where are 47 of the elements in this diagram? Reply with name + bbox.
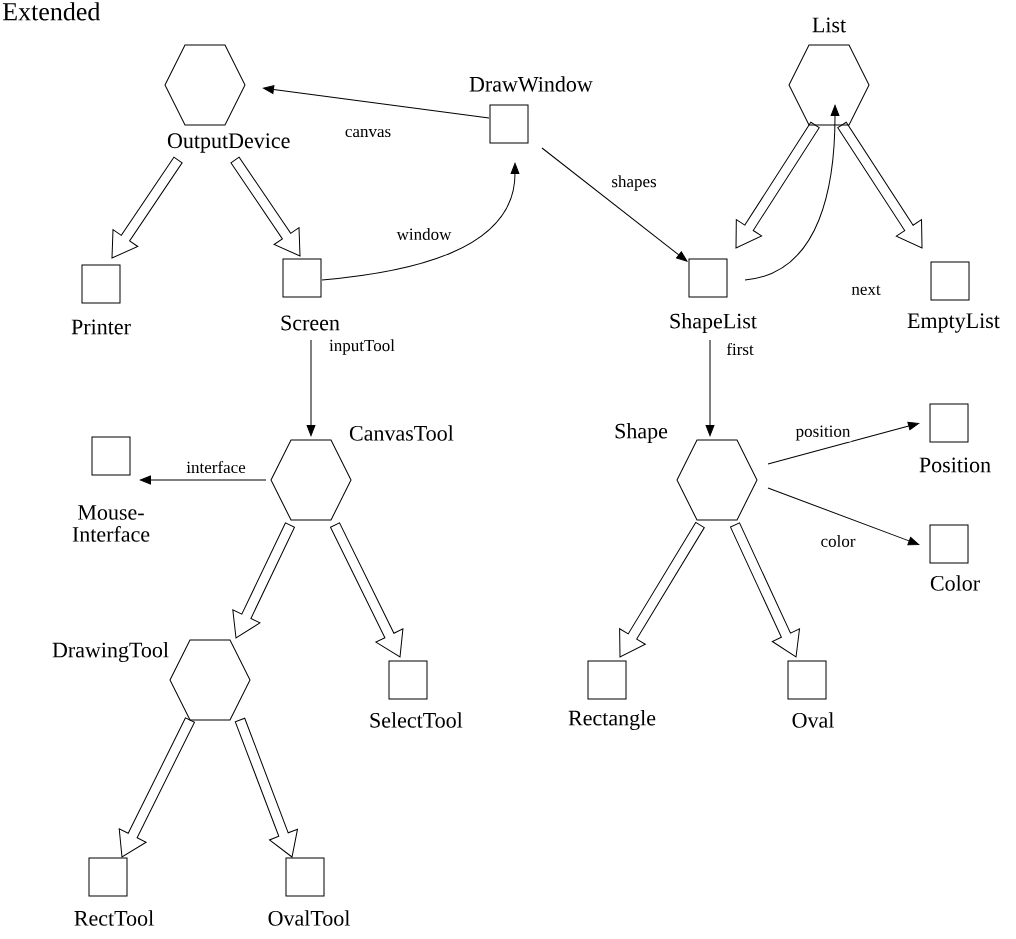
inheritance-arrow (330, 522, 404, 658)
edge-label: window (396, 228, 452, 240)
class-name: OvalTool (268, 910, 350, 926)
class-name: Oval (792, 712, 834, 728)
edge-label: canvas (345, 128, 391, 138)
class-name: Printer (71, 319, 131, 335)
edge-label: interface (186, 460, 246, 474)
edge-label: shapes (612, 175, 657, 191)
edge-label: inputTool (329, 339, 395, 355)
inheritance-arrow (234, 717, 298, 858)
class-name: SelectTool (370, 712, 463, 728)
class-name: Screen (281, 315, 340, 331)
class-name: ShapeList (670, 313, 757, 333)
class-name: CanvasTool (349, 425, 454, 441)
arrow (767, 421, 920, 465)
class-name: Shape (615, 423, 668, 443)
class-name: Rectangle (568, 710, 656, 730)
edge-label: position (795, 425, 851, 441)
inheritance-arrow (111, 156, 183, 259)
class-name: Mouse- Interface (72, 505, 150, 542)
inheritance-arrow (232, 522, 295, 639)
class-name: OutputDevice (167, 133, 290, 153)
class-name: EmptyList (907, 313, 1000, 333)
class-name: Position (919, 457, 991, 473)
inheritance-arrow (619, 521, 705, 658)
arrow (306, 339, 316, 437)
inheritance-arrow (230, 156, 301, 257)
class-name: DrawingTool (52, 642, 169, 662)
inheritance-arrow (735, 121, 820, 249)
inheritance-arrow (730, 522, 800, 658)
arrow (767, 487, 920, 546)
edge-label: first (726, 342, 754, 356)
edge-label: color (821, 535, 856, 547)
arrow (744, 104, 840, 281)
title: Extended (2, 2, 101, 21)
arrow (321, 162, 520, 281)
arrow (139, 475, 267, 485)
arrow (541, 147, 688, 262)
class-name: RectTool (74, 910, 154, 926)
class-name: List (812, 17, 846, 33)
arrow (262, 85, 490, 119)
inheritance-arrow (837, 121, 923, 249)
edge-label: next (851, 285, 881, 295)
class-name: Color (930, 575, 980, 591)
inheritance-arrow (118, 717, 195, 858)
arrow (705, 339, 715, 437)
class-name: DrawWindow (469, 76, 593, 92)
